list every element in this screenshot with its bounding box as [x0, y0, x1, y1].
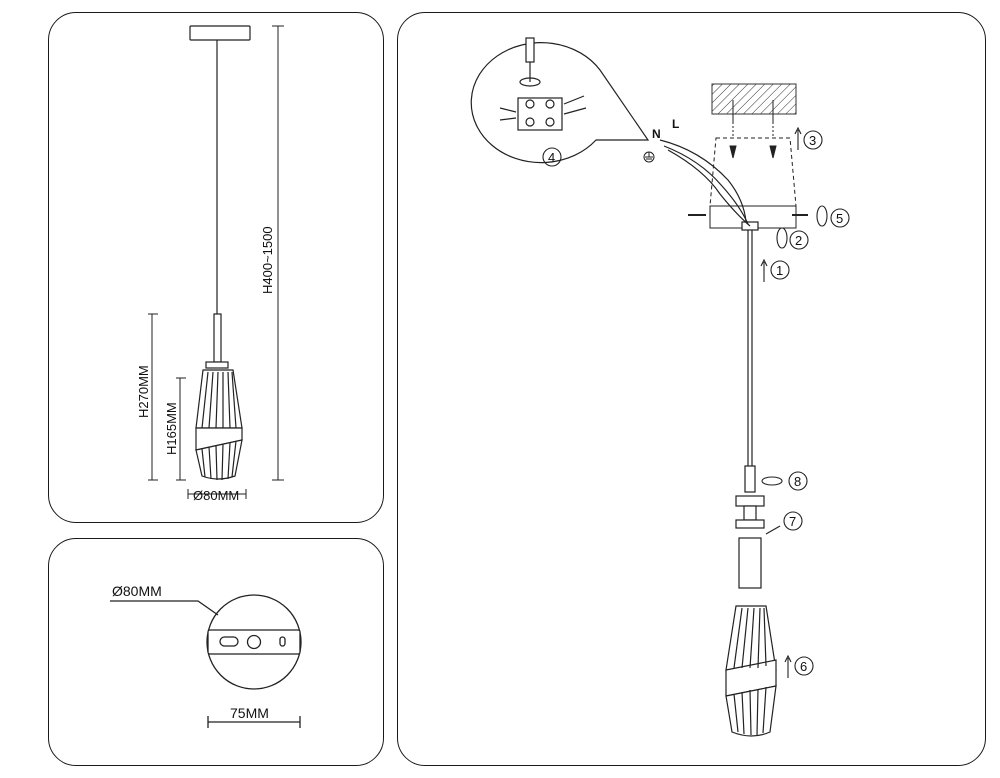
step-1-number: 1 — [776, 263, 783, 278]
wire-neutral-label: N — [652, 127, 661, 141]
step-marker-7 — [765, 511, 803, 535]
total-height-label: H400~1500 — [260, 226, 275, 294]
canopy-assembly — [688, 122, 808, 229]
step-3-number: 3 — [809, 133, 816, 148]
step-marker-2 — [776, 227, 809, 250]
supply-wires — [659, 139, 751, 227]
ceiling-block — [711, 83, 797, 122]
step-marker-6 — [784, 654, 814, 678]
suspension-cord — [735, 221, 765, 589]
earth-icon — [643, 151, 655, 163]
mount-width-label: 75MM — [230, 705, 269, 721]
step-6-number: 6 — [800, 659, 807, 674]
step-marker-5 — [816, 205, 850, 228]
step-marker-3 — [794, 126, 823, 150]
step-marker-8 — [761, 471, 808, 491]
step-marker-1 — [760, 258, 790, 282]
step-7-number: 7 — [789, 514, 796, 529]
wire-live-label: L — [672, 117, 679, 131]
pendant-lamp-drawing — [189, 25, 251, 481]
step-8-number: 8 — [794, 474, 801, 489]
step-marker-4 — [542, 147, 562, 167]
shade-diameter-label: Ø80MM — [193, 488, 239, 503]
shade-height-label: H165MM — [164, 402, 179, 455]
lamp-shade — [725, 605, 777, 737]
terminal-block-detail — [470, 37, 650, 164]
step-2-number: 2 — [795, 233, 802, 248]
step-5-number: 5 — [836, 211, 843, 226]
canopy-base-drawing — [110, 594, 302, 728]
dimension-lines — [148, 25, 284, 499]
step-4-number: 4 — [548, 150, 555, 165]
base-diameter-label: Ø80MM — [112, 583, 162, 599]
lamp-height-label: H270MM — [136, 365, 151, 418]
